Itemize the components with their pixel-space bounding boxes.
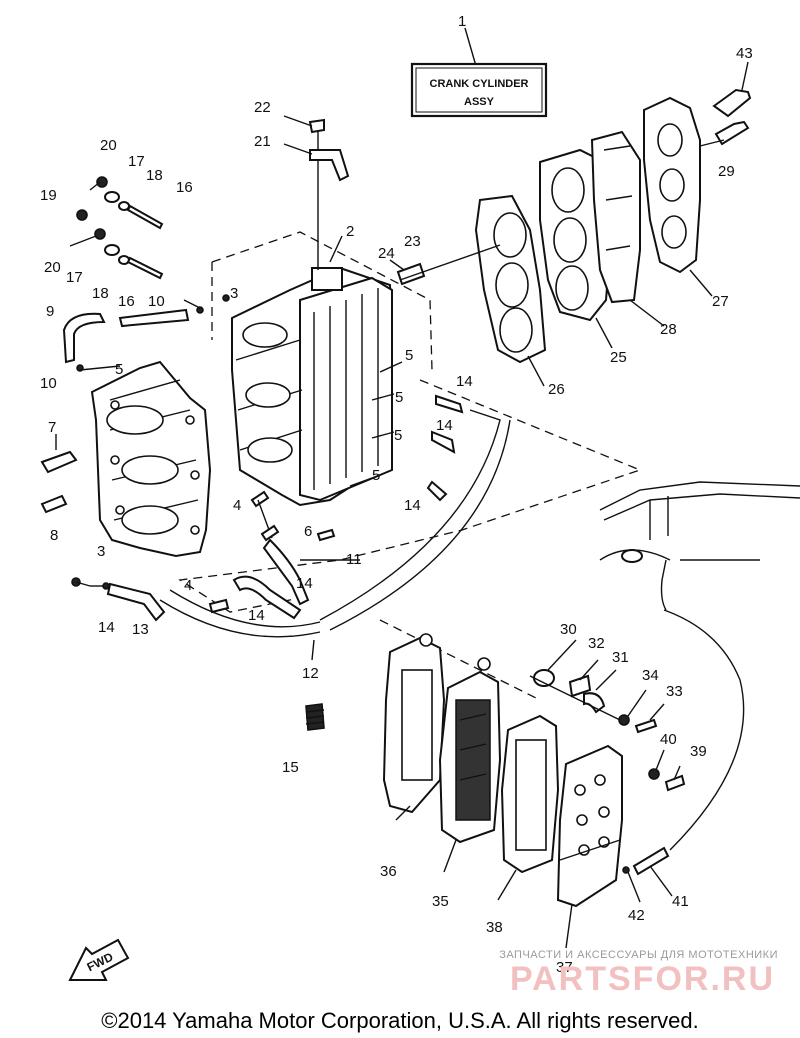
callout-6: 6: [304, 523, 312, 540]
callout-7: 7: [48, 419, 56, 436]
callout-37: 37: [556, 959, 573, 976]
callout-labels: 2 3 3 4 4 5 5 5 5 5 6 7 8 9 10 10 11 12 …: [40, 45, 753, 976]
callout-38: 38: [486, 919, 503, 936]
callout-13: 13: [132, 621, 149, 638]
watermark-logo: PARTSFOR.RU: [510, 960, 775, 998]
callout-21: 21: [254, 133, 271, 150]
callout-3: 3: [97, 543, 105, 560]
callout-14: 14: [456, 373, 473, 390]
callout-5: 5: [405, 347, 413, 364]
hose-41: [622, 559, 745, 876]
powerhead-outline: [599, 481, 800, 563]
callout-30: 30: [560, 621, 577, 638]
callout-20: 20: [44, 259, 61, 276]
cylinder-head-gasket: [474, 194, 547, 364]
callout-18: 18: [92, 285, 109, 302]
reed-gasket-36: [382, 633, 446, 814]
watermark: ЗАПЧАСТИ И АКСЕССУАРЫ ДЛЯ МОТОТЕХНИКИ PA…: [499, 949, 778, 998]
small-fittings: [71, 294, 336, 614]
assembly-title-line1: CRANK CYLINDER: [430, 78, 529, 90]
callout-3: 3: [230, 285, 238, 302]
callout-16: 16: [118, 293, 135, 310]
callout-5: 5: [395, 389, 403, 406]
callout-5: 5: [372, 467, 380, 484]
callout-19: 19: [40, 187, 57, 204]
callout-15: 15: [282, 759, 299, 776]
callout-33: 33: [666, 683, 683, 700]
callout-16: 16: [176, 179, 193, 196]
intake-cover-37: [556, 744, 623, 908]
leader-lines: [75, 115, 713, 949]
exhaust-cover: [90, 360, 212, 558]
reed-plate-35: [438, 657, 502, 844]
callout-28: 28: [660, 321, 677, 338]
callout-9: 9: [46, 303, 54, 320]
callout-5: 5: [394, 427, 402, 444]
fuel-pump-parts: [529, 669, 686, 792]
callout-18: 18: [146, 167, 163, 184]
bolts-and-washers-upper-left: [69, 176, 164, 280]
callout-23: 23: [404, 233, 421, 250]
callout-39: 39: [690, 743, 707, 760]
assembly-title-line2: ASSY: [464, 96, 495, 108]
callout-22: 22: [254, 99, 271, 116]
thermo-sender: [712, 61, 752, 118]
callout-31: 31: [612, 649, 629, 666]
callout-35: 35: [432, 893, 449, 910]
callout-17: 17: [66, 269, 83, 286]
callout-4: 4: [184, 577, 192, 594]
callout-11: 11: [346, 551, 362, 568]
callout-27: 27: [712, 293, 729, 310]
anode-7: [40, 434, 78, 474]
hoses: [62, 308, 511, 638]
callout-34: 34: [642, 667, 659, 684]
fwd-arrow: FWD: [68, 938, 130, 981]
head-cover-gasket: [590, 130, 641, 304]
callout-42: 42: [628, 907, 645, 924]
callout-10: 10: [40, 375, 57, 392]
callout-20: 20: [100, 137, 117, 154]
callout-24: 24: [378, 245, 395, 262]
assembly-title-box: 1 CRANK CYLINDER ASSY: [410, 13, 548, 118]
assembly-number: 1: [458, 13, 466, 30]
bolt-22: [308, 118, 325, 270]
callout-40: 40: [660, 731, 677, 748]
callout-26: 26: [548, 381, 565, 398]
callout-4: 4: [233, 497, 241, 514]
callout-10: 10: [148, 293, 165, 310]
assembly-boundary-lines: [178, 231, 642, 701]
cylinder-block: [231, 266, 394, 507]
callout-14: 14: [98, 619, 115, 636]
cylinder-head: [539, 148, 614, 322]
head-cover: [643, 96, 701, 274]
callout-14: 14: [436, 417, 453, 434]
clamp-21: [309, 149, 350, 182]
copyright-notice: ©2014 Yamaha Motor Corporation, U.S.A. A…: [101, 1008, 698, 1033]
callout-14: 14: [248, 607, 265, 624]
callout-25: 25: [610, 349, 627, 366]
callout-17: 17: [128, 153, 145, 170]
callout-8: 8: [50, 527, 58, 544]
callout-41: 41: [672, 893, 689, 910]
callout-32: 32: [588, 635, 605, 652]
callout-12: 12: [302, 665, 319, 682]
callout-29: 29: [718, 163, 735, 180]
callout-43: 43: [736, 45, 753, 62]
callout-14: 14: [296, 575, 313, 592]
bolt-8: [40, 494, 68, 514]
head-bolt: [699, 120, 750, 147]
callout-14: 14: [404, 497, 421, 514]
callout-2: 2: [346, 223, 354, 240]
spring-15: [305, 703, 325, 731]
fitting-23-24: [396, 244, 501, 286]
callout-36: 36: [380, 863, 397, 880]
reed-gasket-38: [500, 714, 560, 874]
callout-5: 5: [115, 361, 123, 378]
watermark-line1: ЗАПЧАСТИ И АКСЕССУАРЫ ДЛЯ МОТОТЕХНИКИ: [499, 949, 778, 961]
